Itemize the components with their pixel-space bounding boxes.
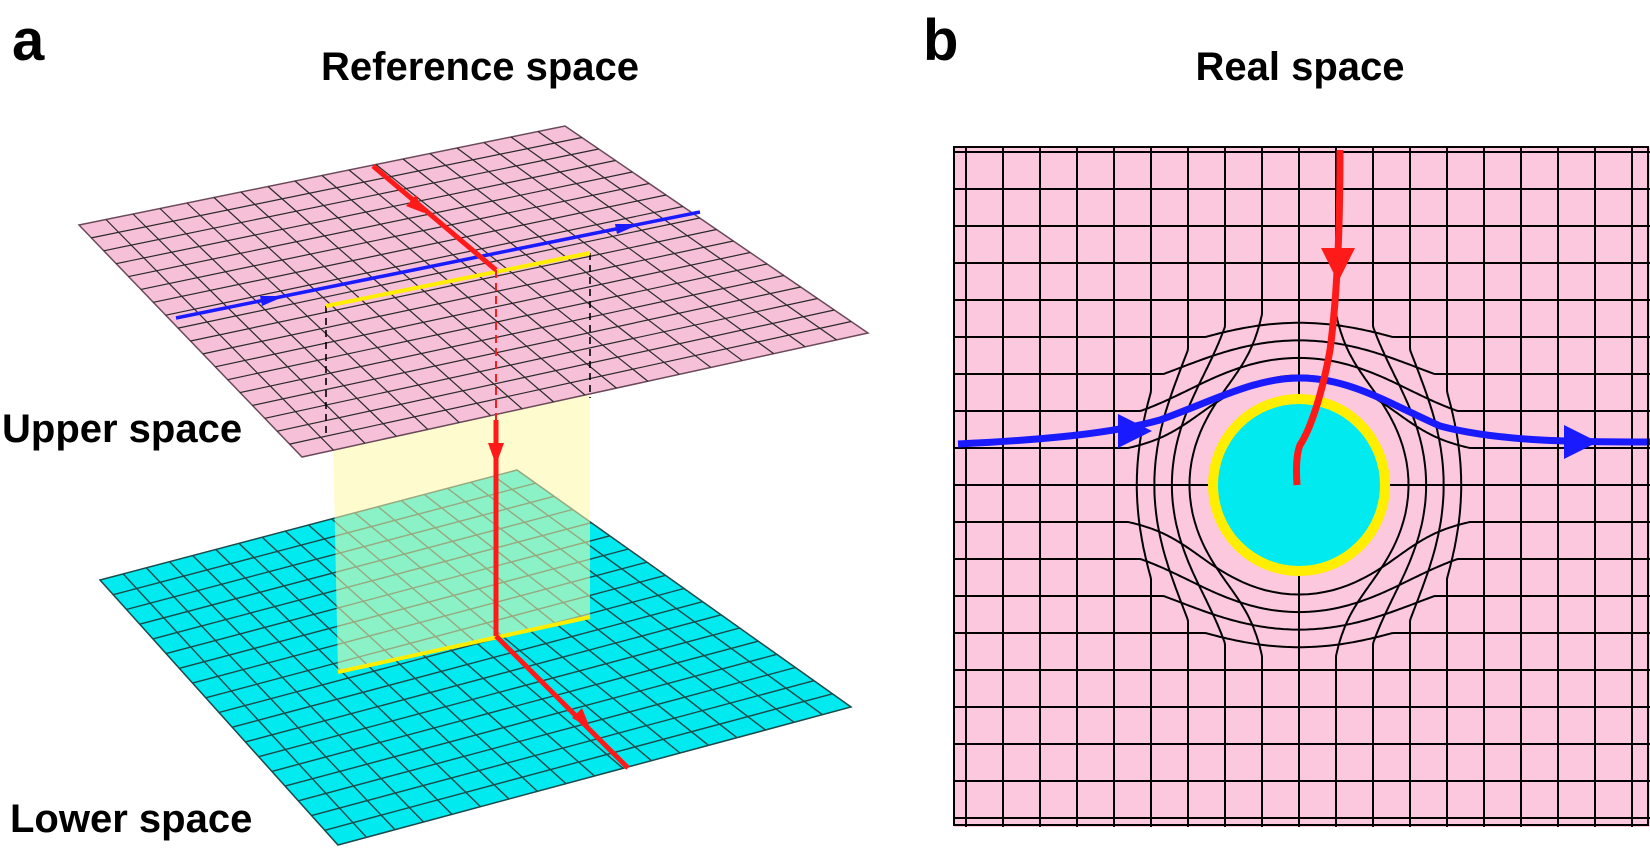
panel-b-letter: b	[923, 8, 958, 73]
upper-plane	[77, 125, 870, 458]
red-ray-b	[1292, 149, 1355, 486]
cloaked-object	[1208, 394, 1390, 576]
projection-lines	[325, 253, 591, 436]
blue-ray-a	[175, 210, 701, 320]
upper-space-label: Upper space	[2, 407, 242, 451]
real-space-frame	[953, 146, 1649, 826]
lower-space-label: Lower space	[10, 797, 252, 841]
panel-b: b Real space	[923, 8, 1650, 827]
upper-slit	[325, 251, 591, 308]
panel-b-title: Real space	[1195, 45, 1404, 89]
lower-slit	[337, 615, 591, 674]
blue-ray-b	[957, 374, 1650, 459]
panel-a: a Reference space	[2, 8, 870, 846]
red-ray-a	[371, 164, 630, 770]
real-space-grid	[954, 147, 1650, 827]
panel-a-title: Reference space	[321, 45, 639, 89]
upper-plane-grid	[91, 131, 852, 451]
panel-a-letter: a	[12, 8, 45, 73]
